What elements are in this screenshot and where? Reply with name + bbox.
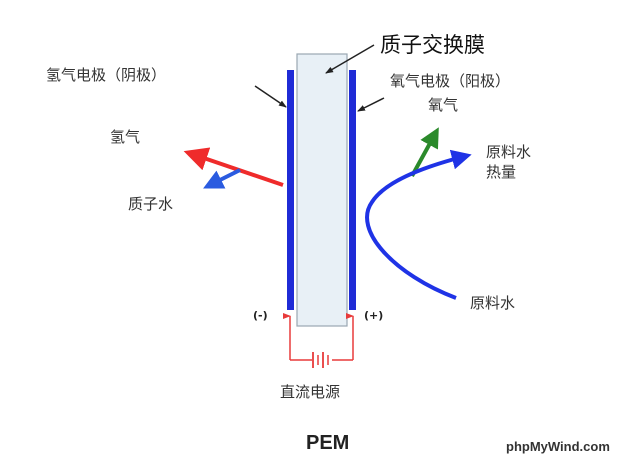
cathode-leader-line — [254, 85, 287, 108]
feed-water-text: 原料水 — [486, 143, 532, 161]
feed-water-curve — [365, 149, 472, 300]
feed-water-label: 原料水 — [470, 294, 516, 312]
feed-water-heat-label: 原料水 热量 — [486, 142, 536, 182]
negative-terminal-label: (-) — [253, 309, 268, 322]
dc-power-label: 直流电源 — [280, 383, 341, 401]
oxygen-arrow — [410, 127, 439, 177]
cathode-electrode — [287, 70, 294, 310]
positive-terminal-label: (+) — [364, 309, 384, 322]
anode-electrode — [349, 70, 356, 310]
proton-water-arrow — [203, 168, 241, 189]
hydrogen-label: 氢气 — [110, 128, 141, 146]
membrane-label: 质子交换膜 — [380, 33, 485, 57]
oxygen-electrode-label: 氧气电极（阳极） — [390, 72, 511, 90]
dc-circuit — [283, 313, 354, 368]
diagram-title: PEM — [306, 432, 350, 454]
hydrogen-electrode-label: 氢气电极（阴极） — [46, 66, 167, 84]
watermark: phpMyWind.com — [506, 439, 610, 454]
oxygen-label: 氧气 — [428, 96, 459, 114]
anode-leader-line — [357, 97, 385, 112]
proton-water-label: 质子水 — [128, 195, 174, 213]
heat-text: 热量 — [486, 163, 517, 181]
membrane-leader-line — [325, 44, 375, 74]
proton-exchange-membrane — [296, 53, 348, 327]
